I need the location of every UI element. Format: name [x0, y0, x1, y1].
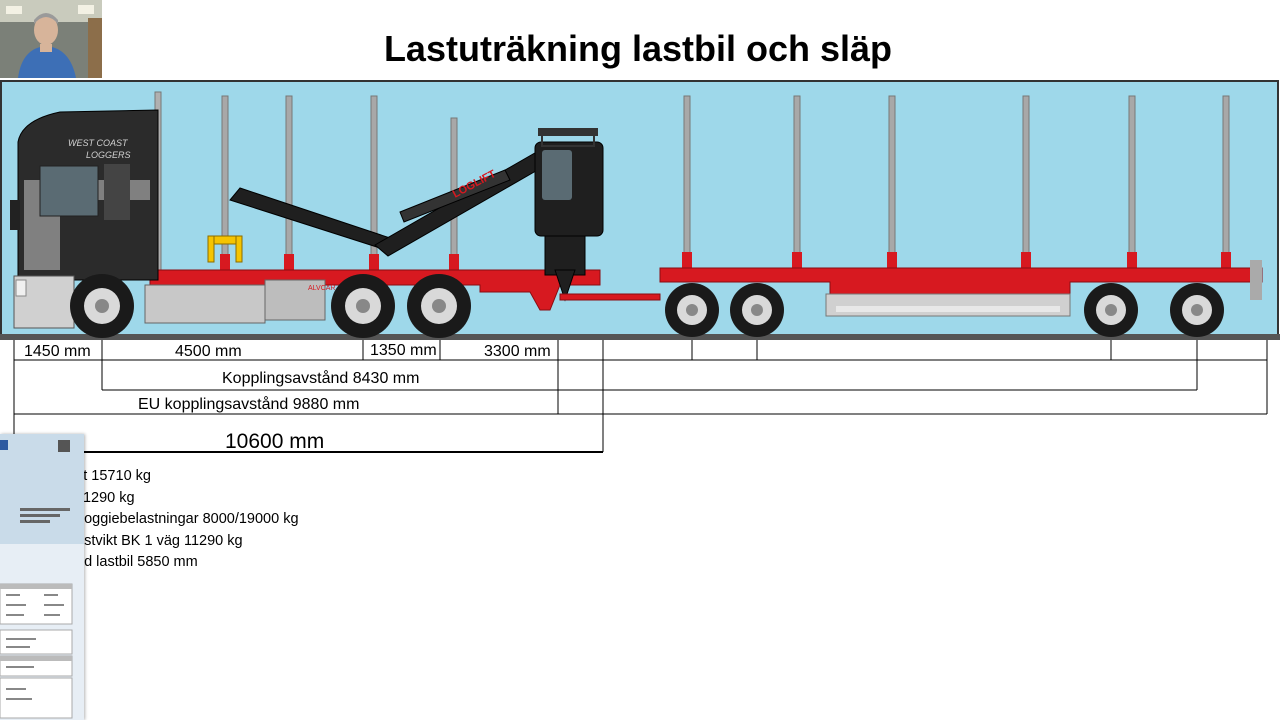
registration-document-thumbnail[interactable]	[0, 434, 84, 720]
spec-line: boggiebelastningar 8000/19000 kg	[76, 511, 299, 528]
slide-title: Lastuträkning lastbil och släp	[383, 28, 893, 69]
truck-cab: WEST COAST LOGGERS	[10, 109, 159, 329]
dim-bogie: 1350 mm	[370, 342, 437, 359]
dim-coupling: Kopplingsavstånd 8430 mm	[222, 370, 420, 387]
spec-line: 11290 kg	[76, 489, 135, 506]
spec-line: astvikt BK 1 väg 11290 kg	[76, 532, 243, 549]
trailer-wheels	[665, 283, 1224, 337]
spec-line: nd lastbil 5850 mm	[76, 554, 198, 571]
document-image	[0, 434, 84, 720]
dim-rear: 3300 mm	[484, 343, 551, 360]
truck-wheels	[70, 274, 471, 338]
dimension-lines	[13, 340, 1268, 453]
dim-wheelbase: 4500 mm	[175, 343, 242, 360]
cab-text-line2: LOGGERS	[86, 150, 131, 160]
trailer-stakes	[683, 95, 1230, 271]
dim-total: 10600 mm	[225, 430, 325, 453]
truck-trailer-illustration: ALVCAR LOGLIFT WEST COAST LOGGERS	[0, 80, 1280, 340]
presenter-image	[0, 0, 102, 78]
cab-text-line1: WEST COAST	[68, 138, 129, 148]
dim-eu-coupling: EU kopplingsavstånd 9880 mm	[138, 396, 360, 413]
crane	[229, 149, 586, 302]
dim-front-overhang: 1450 mm	[24, 343, 91, 360]
spec-line: kt 15710 kg	[76, 468, 151, 484]
spec-list: kt 15710 kg 11290 kg boggiebelastningar …	[76, 466, 299, 574]
body-brand-text: ALVCAR	[308, 285, 336, 292]
webcam-thumbnail	[0, 0, 102, 78]
